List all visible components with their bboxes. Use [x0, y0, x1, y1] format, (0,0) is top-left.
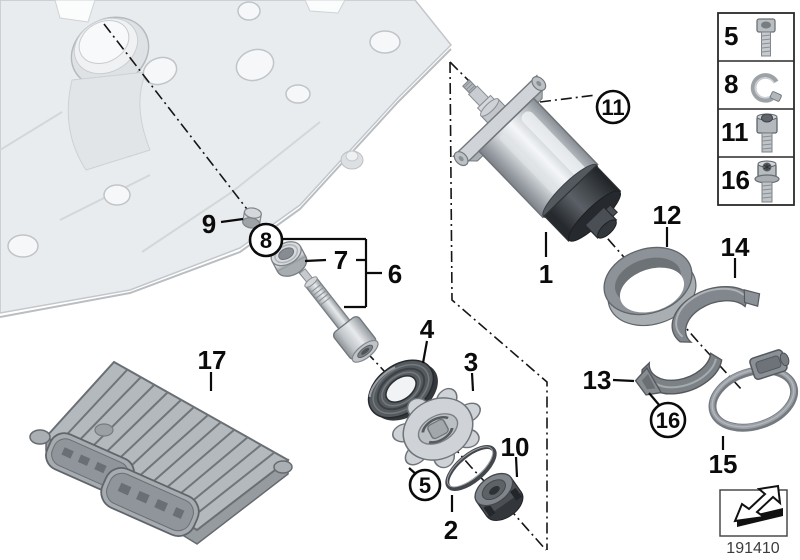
callout-5-circled[interactable]: 5	[408, 468, 442, 502]
callout-11-label: 11	[601, 95, 624, 120]
cylinder-head-cover	[0, 0, 453, 318]
torx-screw-with-washer-icon	[754, 160, 780, 203]
callout-11-circled[interactable]: 11	[595, 89, 631, 125]
legend-item-11[interactable]: 11	[721, 113, 778, 153]
callout-8-label: 8	[260, 228, 272, 253]
leader-lines	[209, 217, 737, 512]
half-shell-lower	[634, 352, 723, 396]
seal-ring	[367, 359, 438, 421]
svg-text:16: 16	[721, 165, 750, 195]
callout-2[interactable]: 2	[444, 515, 458, 545]
back-arrow-icon	[733, 484, 783, 527]
actuator-wheel	[391, 387, 481, 469]
hose-clamp	[708, 349, 799, 432]
callout-8-circled[interactable]: 8	[248, 222, 284, 258]
callout-17[interactable]: 17	[198, 345, 227, 375]
half-shell-upper	[671, 286, 761, 343]
callout-13[interactable]: 13	[583, 365, 612, 395]
clamp-axis-line	[593, 222, 743, 391]
callout-16-label: 16	[656, 408, 680, 433]
callout-16-circled[interactable]: 16	[649, 401, 687, 439]
fold-line	[449, 61, 548, 550]
cap-nut	[474, 472, 524, 521]
callout-14[interactable]: 14	[721, 232, 750, 262]
callout-1[interactable]: 1	[539, 259, 553, 289]
ecu-connector-2	[100, 467, 200, 537]
callout-9[interactable]: 9	[202, 209, 216, 239]
shaft	[298, 268, 379, 363]
callout-12[interactable]: 12	[653, 200, 682, 230]
control-unit	[29, 360, 293, 545]
cylinder-head-screw-long-icon	[756, 18, 776, 57]
snap-ring-icon	[750, 73, 782, 103]
stamp-number: 191410	[726, 540, 779, 557]
legend-item-16[interactable]: 16	[721, 160, 780, 203]
bushing	[242, 207, 262, 229]
callout-15[interactable]: 15	[709, 449, 738, 479]
callout-7[interactable]: 7	[334, 245, 348, 275]
bearing	[270, 241, 308, 277]
callout-3[interactable]: 3	[464, 347, 478, 377]
socket-head-screw-short-icon	[756, 113, 778, 153]
legend-item-5[interactable]: 5	[724, 18, 776, 57]
servomotor	[452, 74, 622, 242]
svg-text:11: 11	[721, 117, 749, 147]
fastener-legend: 5 8 11	[717, 12, 795, 206]
o-ring	[445, 445, 497, 491]
callout-4[interactable]: 4	[420, 314, 435, 344]
callout-6[interactable]: 6	[388, 259, 402, 289]
svg-text:5: 5	[724, 21, 738, 51]
callout-11-leader	[539, 94, 597, 103]
svg-text:8: 8	[724, 69, 738, 99]
legend-item-8[interactable]: 8	[724, 69, 782, 103]
clamp-ring	[603, 246, 697, 327]
diagram-stamp[interactable]: 191410	[719, 484, 788, 557]
callout-5-label: 5	[419, 473, 431, 498]
callout-10[interactable]: 10	[501, 432, 530, 462]
